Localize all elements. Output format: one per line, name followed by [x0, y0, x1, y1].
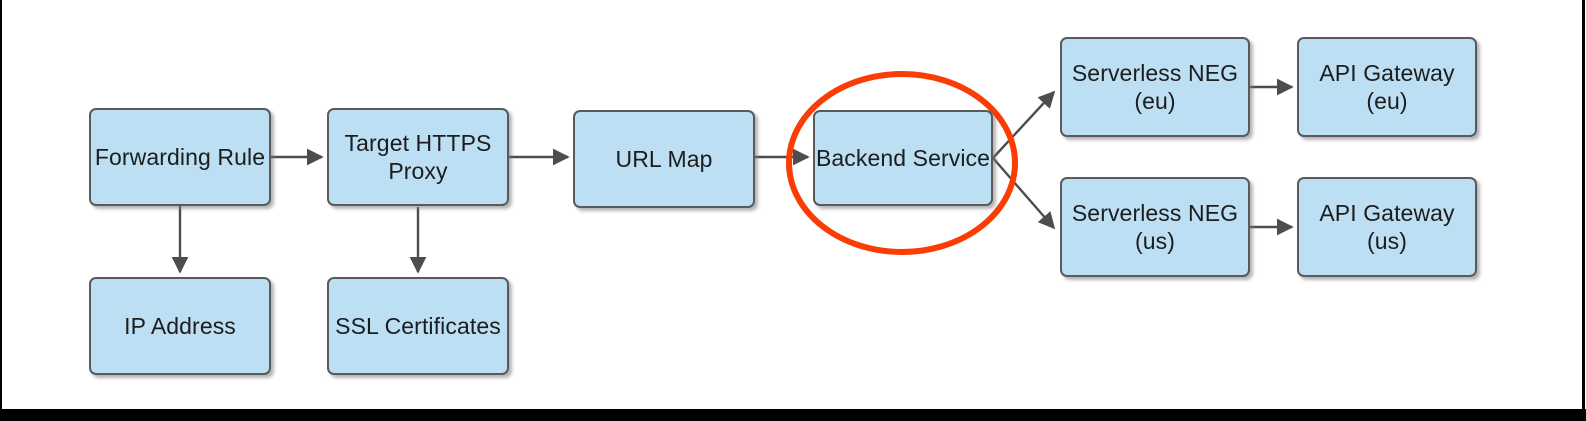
connector-backend-service-to-serverless-neg-eu — [992, 90, 1056, 159]
node-ssl-certificates[interactable]: SSL Certificates — [327, 277, 509, 375]
page-frame-left-rule — [0, 0, 2, 421]
node-api-gateway-eu[interactable]: API Gateway (eu) — [1297, 37, 1477, 137]
node-target-https-proxy[interactable]: Target HTTPS Proxy — [327, 108, 509, 206]
connector-backend-service-to-serverless-neg-us — [992, 157, 1056, 230]
node-serverless-neg-us[interactable]: Serverless NEG (us) — [1060, 177, 1250, 277]
page-frame-bottom-rule — [0, 409, 1586, 421]
page-frame-right-rule — [1582, 0, 1585, 421]
node-backend-service[interactable]: Backend Service — [813, 110, 993, 206]
node-serverless-neg-eu[interactable]: Serverless NEG (eu) — [1060, 37, 1250, 137]
node-api-gateway-us[interactable]: API Gateway (us) — [1297, 177, 1477, 277]
node-url-map[interactable]: URL Map — [573, 110, 755, 208]
node-forwarding-rule[interactable]: Forwarding Rule — [89, 108, 271, 206]
node-ip-address[interactable]: IP Address — [89, 277, 271, 375]
